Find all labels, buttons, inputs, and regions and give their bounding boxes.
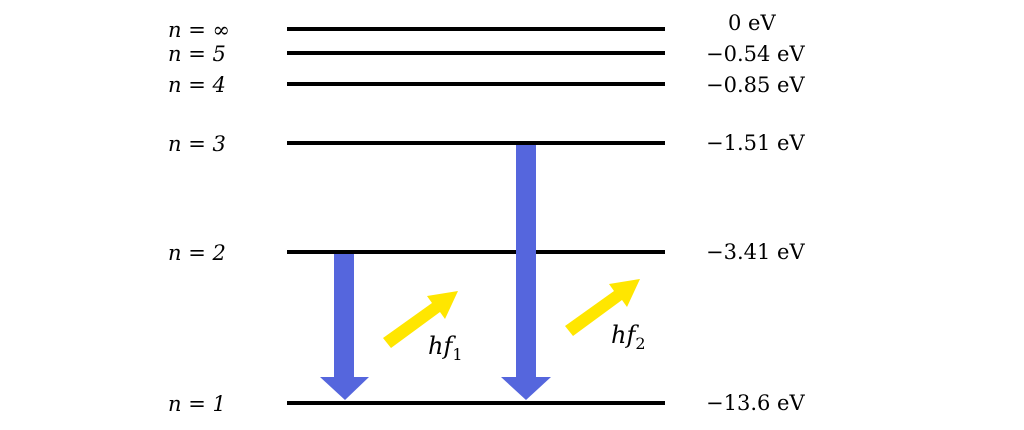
photon-label-2: hf2: [611, 321, 646, 353]
level-energy: −1.51 eV: [706, 131, 805, 155]
level-n-2: n = 2 −3.41 eV: [168, 240, 805, 265]
level-n-1: n = 1 −13.6 eV: [168, 391, 805, 416]
level-n-3: n = 3 −1.51 eV: [168, 131, 805, 156]
level-label: n = 3: [168, 132, 226, 156]
level-label: n = 5: [168, 42, 226, 66]
level-energy: −13.6 eV: [706, 391, 805, 415]
level-energy: −0.54 eV: [706, 42, 805, 66]
level-label: n = 2: [168, 241, 226, 265]
level-energy: −3.41 eV: [706, 240, 805, 264]
level-energy: 0 eV: [728, 11, 776, 35]
photon-arrow-1: [383, 291, 458, 348]
transition-arrow-3-to-1: [501, 145, 551, 400]
level-n-5: n = 5 −0.54 eV: [168, 42, 805, 66]
level-energy: −0.85 eV: [706, 73, 805, 97]
level-label: n = 4: [168, 73, 226, 97]
photon-arrow-2: [565, 279, 640, 336]
level-n-inf: n = ∞ 0 eV: [168, 11, 776, 42]
level-n-4: n = 4 −0.85 eV: [168, 73, 805, 97]
level-label: n = ∞: [168, 18, 230, 42]
transition-arrow-2-to-1: [320, 254, 369, 400]
level-label: n = 1: [168, 392, 226, 416]
photon-label-1: hf1: [428, 332, 463, 364]
